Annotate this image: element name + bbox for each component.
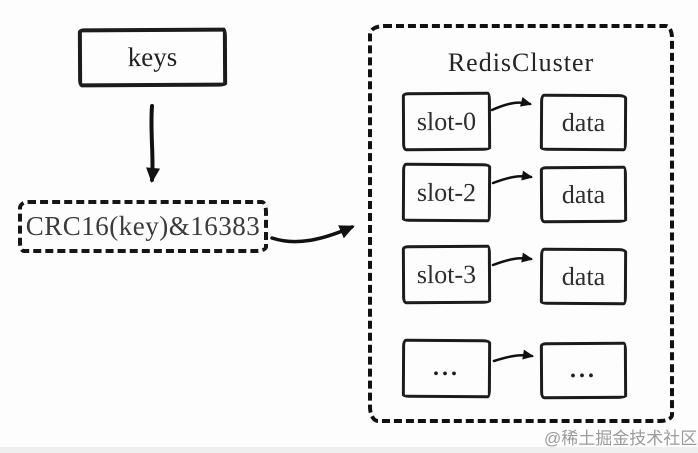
slot-label: slot-2 bbox=[416, 177, 477, 207]
data-box: ... bbox=[539, 341, 628, 400]
slot-label: slot-0 bbox=[416, 106, 477, 136]
bottom-strip bbox=[0, 447, 698, 453]
hash-function-label: CRC16(key)&16383 bbox=[25, 211, 261, 241]
slot-label: slot-3 bbox=[416, 259, 477, 289]
keys-box: keys bbox=[77, 27, 228, 88]
watermark: @稀土掘金技术社区 bbox=[544, 429, 698, 448]
data-box: data bbox=[539, 165, 628, 224]
data-box: data bbox=[539, 93, 628, 152]
hash-to-cluster-arrow bbox=[270, 225, 355, 244]
data-label: data bbox=[561, 261, 606, 291]
redis-cluster-container: RedisCluster bbox=[368, 24, 674, 423]
data-label: ... bbox=[569, 356, 598, 384]
data-box: data bbox=[539, 247, 628, 306]
data-label: data bbox=[561, 179, 606, 209]
hash-function-box: CRC16(key)&16383 bbox=[18, 200, 268, 253]
slot-box: slot-3 bbox=[401, 244, 492, 305]
keys-to-hash-arrow bbox=[146, 104, 161, 183]
slot-label: ... bbox=[432, 354, 461, 382]
slot-box: slot-0 bbox=[401, 91, 492, 152]
keys-label: keys bbox=[127, 41, 178, 73]
cluster-title: RedisCluster bbox=[447, 48, 595, 77]
slot-box: ... bbox=[401, 338, 492, 399]
slot-box: slot-2 bbox=[401, 162, 492, 223]
data-label: data bbox=[561, 107, 606, 137]
